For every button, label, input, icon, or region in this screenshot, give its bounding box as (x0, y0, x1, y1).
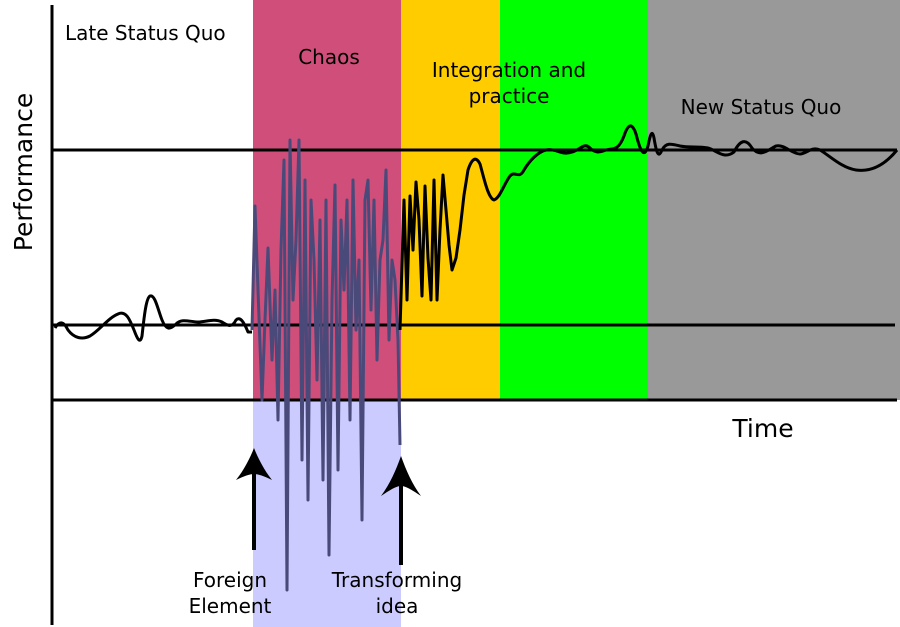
phase-late-status-quo (53, 0, 253, 400)
phase-label-late-status-quo: Late Status Quo (65, 21, 226, 45)
phase-label-new-status-quo: New Status Quo (681, 95, 842, 119)
performance-curve-integration (398, 124, 899, 331)
label-line: idea (376, 594, 419, 618)
label-line: Foreign (193, 568, 267, 592)
phase-new-status-quo (648, 0, 900, 400)
arrow-transforming-idea (381, 456, 421, 565)
phase-label-chaos: Chaos (298, 45, 360, 69)
performance-curve-status-quo (53, 294, 252, 342)
performance-curve-chaos (250, 138, 402, 592)
y-axis-label: Performance (9, 93, 38, 251)
label-line: Integration and (432, 58, 586, 82)
arrow-foreign-element (236, 448, 272, 550)
label-line: Transforming (331, 568, 462, 592)
phase-green (500, 0, 648, 400)
label-line: practice (469, 84, 550, 108)
label-line: Element (189, 594, 272, 618)
x-axis-label: Time (731, 414, 793, 443)
